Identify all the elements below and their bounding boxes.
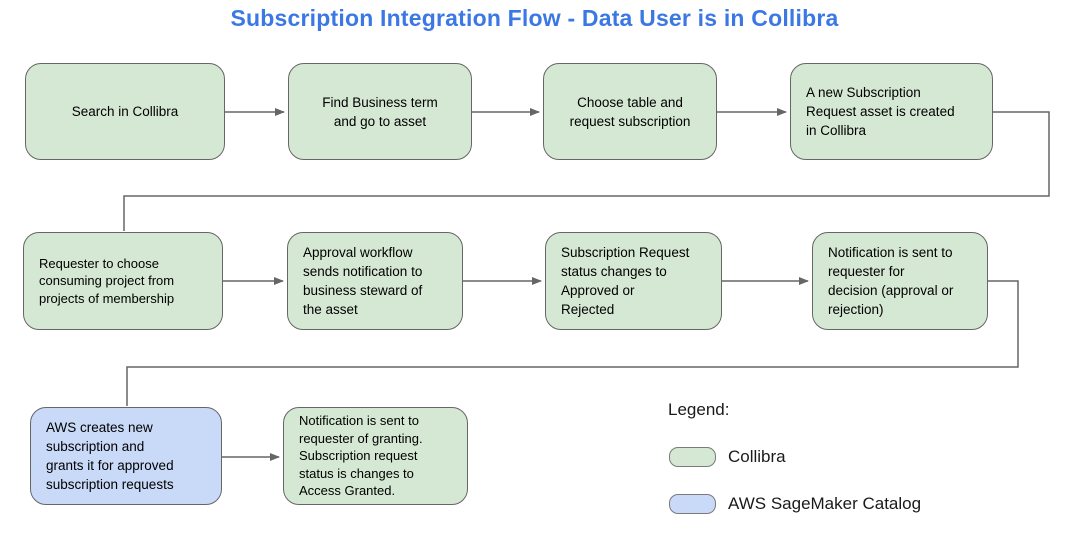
legend-label: AWS SageMaker Catalog [728, 494, 922, 513]
legend-item-aws-sagemaker: AWS SageMaker Catalog [669, 494, 921, 514]
flow-box-text: Requester to choose consuming project fr… [39, 255, 175, 306]
legend-swatch-aws-sagemaker [669, 494, 716, 514]
flow-box-text: A new Subscription Request asset is crea… [806, 85, 955, 138]
connector-row2-to-row3 [126, 280, 1019, 406]
flow-box-text: Choose table and request subscription [569, 94, 691, 129]
flow-box-notification-for-decision: Notification is sent to requester for de… [812, 232, 988, 330]
flow-box-find-business-term: Find Business term and go to asset [288, 63, 472, 160]
flow-box-approval-workflow: Approval workflow sends notification to … [287, 232, 463, 330]
flow-box-text: Approval workflow sends notification to … [303, 245, 423, 317]
flow-box-requester-choose-project: Requester to choose consuming project fr… [23, 232, 223, 330]
flow-box-choose-table: Choose table and request subscription [543, 63, 717, 160]
flow-box-status-approved-rejected: Subscription Request status changes to A… [545, 232, 722, 330]
flow-box-text: Notification is sent to requester for de… [828, 245, 954, 317]
legend-item-collibra: Collibra [669, 447, 786, 467]
flow-box-text: Search in Collibra [71, 104, 179, 119]
legend-swatch-collibra [669, 447, 716, 467]
legend-heading: Legend: [668, 400, 730, 419]
flow-box-text: Notification is sent to requester of gra… [299, 413, 423, 499]
legend-label: Collibra [728, 447, 786, 466]
flow-box-new-subscription-request: A new Subscription Request asset is crea… [790, 63, 993, 160]
flow-box-text: AWS creates new subscription and grants … [46, 420, 174, 492]
connector-row1-to-row2 [123, 111, 1050, 231]
flow-box-text: Subscription Request status changes to A… [561, 245, 690, 317]
flow-box-access-granted-notification: Notification is sent to requester of gra… [283, 407, 468, 505]
flow-box-search-in-collibra: Search in Collibra [25, 63, 225, 160]
diagram-title: Subscription Integration Flow - Data Use… [230, 5, 839, 31]
flow-box-text: Find Business term and go to asset [322, 94, 438, 129]
flow-box-aws-creates-subscription: AWS creates new subscription and grants … [30, 407, 222, 505]
